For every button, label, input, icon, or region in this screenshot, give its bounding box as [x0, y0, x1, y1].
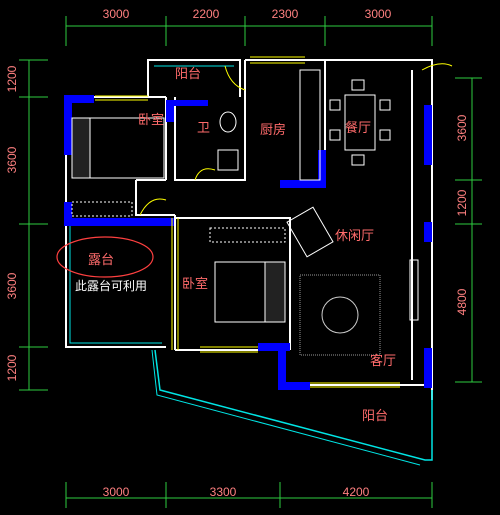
tv-cabinet — [409, 259, 419, 321]
wardrobe-lower — [209, 227, 286, 243]
room-label-balcony-bottom: 阳台 — [362, 409, 388, 424]
dim-right-1: 3600 — [455, 114, 469, 141]
dimension-lines — [19, 16, 482, 508]
dim-right-2: 1200 — [455, 189, 469, 216]
dim-left-4: 1200 — [5, 354, 19, 381]
sofa-living — [299, 274, 381, 356]
dim-right-3: 4800 — [455, 288, 469, 315]
dim-top-3: 2300 — [272, 7, 299, 21]
toilet — [219, 111, 237, 133]
blue-walls — [64, 95, 432, 390]
terrace-note: 此露台可利用 — [75, 278, 147, 293]
room-label-leisure: 休闲厅 — [335, 229, 374, 244]
room-label-dining: 餐厅 — [345, 120, 371, 136]
dim-left-2: 3600 — [5, 146, 19, 173]
room-label-balcony-top: 阳台 — [175, 67, 201, 82]
dim-top-1: 3000 — [103, 7, 130, 21]
walls — [65, 59, 433, 466]
furniture — [71, 69, 419, 356]
dim-bottom-3: 4200 — [343, 485, 370, 499]
wardrobe-upper — [71, 201, 133, 217]
dimension-texts: 3000 2200 2300 3000 3000 3300 4200 1200 … — [5, 7, 469, 499]
dim-bottom-2: 3300 — [210, 485, 237, 499]
dim-bottom-1: 3000 — [103, 485, 130, 499]
room-labels: 阳台 卧室 卫 厨房 餐厅 休闲厅 露台 此露台可利用 卧室 客厅 阳台 — [75, 67, 396, 424]
room-label-bathroom: 卫 — [197, 121, 210, 136]
sofa-leisure — [286, 206, 334, 258]
dim-top-4: 3000 — [365, 7, 392, 21]
terrace-highlight — [56, 236, 154, 278]
dim-left-3: 3600 — [5, 272, 19, 299]
dining-table — [344, 94, 376, 151]
windows — [95, 56, 453, 388]
room-label-bedroom-lower: 卧室 — [182, 276, 208, 292]
dim-top-2: 2200 — [193, 7, 220, 21]
kitchen-counter — [299, 69, 321, 181]
room-label-terrace: 露台 — [88, 253, 114, 268]
room-label-kitchen: 厨房 — [260, 122, 286, 138]
room-label-bedroom-upper: 卧室 — [138, 112, 164, 128]
dim-left-1: 1200 — [5, 65, 19, 92]
room-label-living: 客厅 — [370, 353, 396, 369]
